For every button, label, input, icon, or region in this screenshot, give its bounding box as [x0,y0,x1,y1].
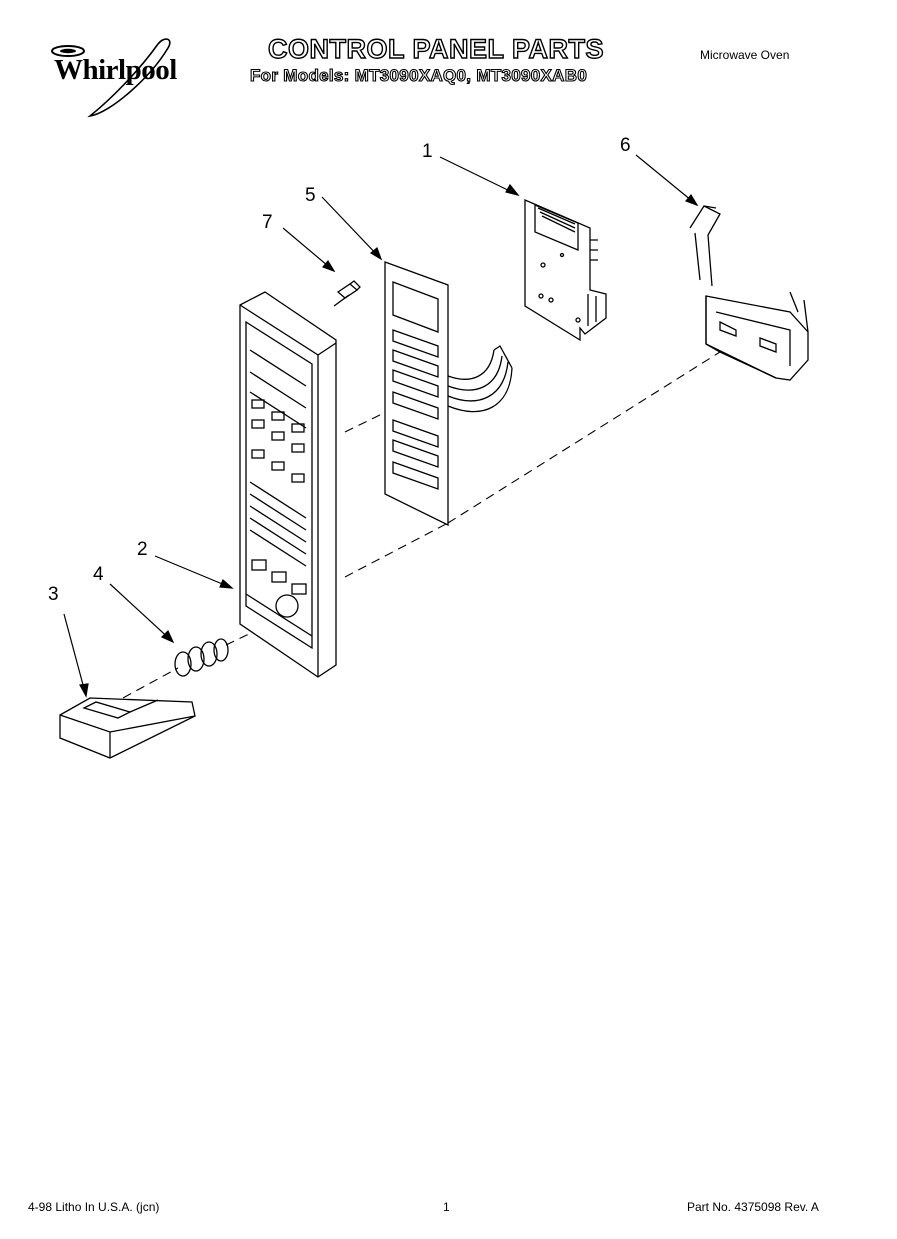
part-membrane-keypad [384,261,513,527]
callout-number: 5 [305,185,316,206]
part-release-button [59,697,196,759]
part-spring [174,638,229,677]
brand-wordmark: Whirlpool [54,54,177,86]
part-latch-bracket [689,205,809,381]
callout-number: 3 [48,584,59,605]
callout-number: 6 [620,135,631,156]
callout-number: 2 [137,539,148,560]
part-screw [333,280,361,307]
product-type: Microwave Oven [700,48,790,62]
part-control-panel-housing [239,291,337,678]
whirlpool-logo: Whirlpool [40,38,210,120]
part-number: Part No. 4375098 Rev. A [687,1200,819,1214]
callout-number: 7 [262,212,273,233]
leader-arrows [63,154,699,698]
print-info: 4-98 Litho In U.S.A. (jcn) [28,1200,160,1214]
part-circuit-board [524,199,607,342]
callout-number: 1 [422,141,433,162]
page-number: 1 [443,1200,450,1214]
page-title: CONTROL PANEL PARTS [267,33,605,64]
logo-swoosh-icon [51,38,171,118]
callout-number: 4 [93,564,104,585]
model-subtitle: For Models: MT3090XAQ0, MT3090XAB0 [249,65,588,85]
